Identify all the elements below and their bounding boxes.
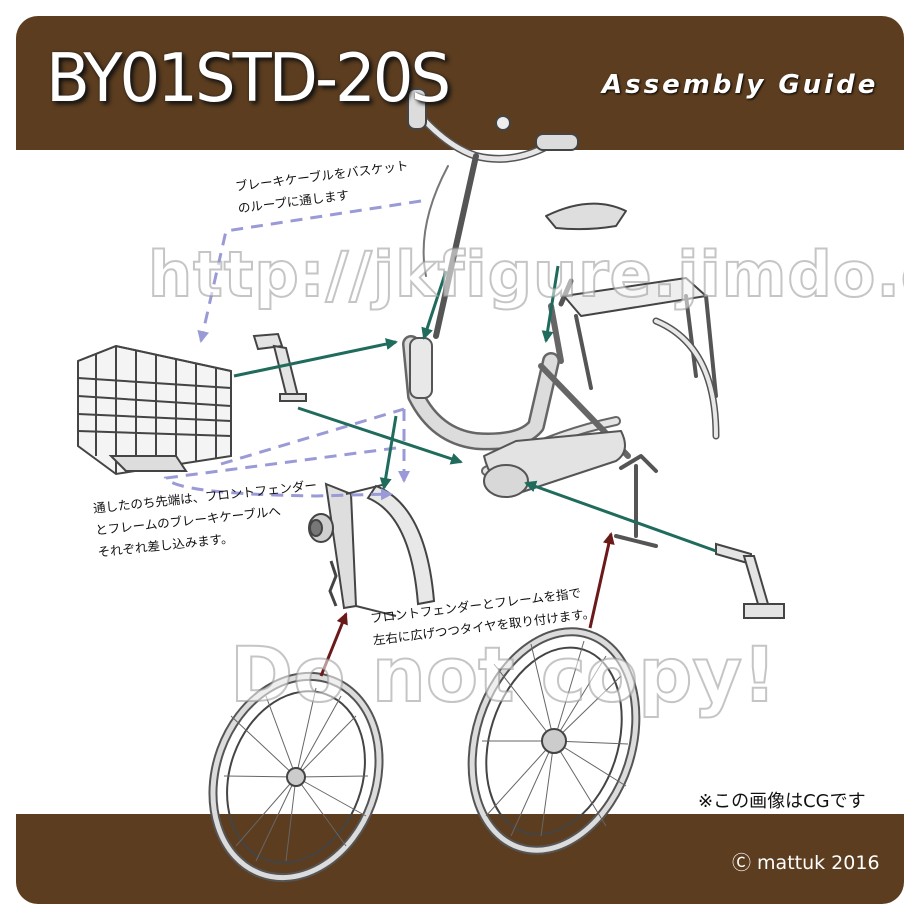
exploded-diagram [77, 88, 785, 883]
assembly-arrows [233, 265, 717, 553]
footer-band [16, 814, 904, 904]
brake-cable-guides [163, 199, 422, 501]
bicycle-frame [402, 202, 720, 548]
watermark-url: http://jkfigure.jimdo.com [147, 237, 904, 312]
front-basket [77, 344, 232, 476]
handlebar [407, 88, 579, 339]
model-title: BY01STD-20S [46, 40, 451, 118]
front-wheel [208, 671, 384, 883]
guide-title: Assembly Guide [602, 70, 879, 100]
header-band [16, 16, 904, 150]
wheel-arrows [319, 532, 615, 677]
copyright: Ⓒ mattuk 2016 [732, 852, 880, 874]
right-pedal [715, 542, 785, 619]
guide-card: http://jkfigure.jimdo.com Do not copy! B… [16, 16, 904, 904]
watermark-do-not-copy: Do not copy! [229, 629, 778, 720]
cg-notice: ※この画像はCGです [698, 791, 866, 812]
front-fender-assembly [308, 482, 436, 617]
rear-wheel [467, 627, 641, 855]
left-pedal [252, 332, 307, 402]
